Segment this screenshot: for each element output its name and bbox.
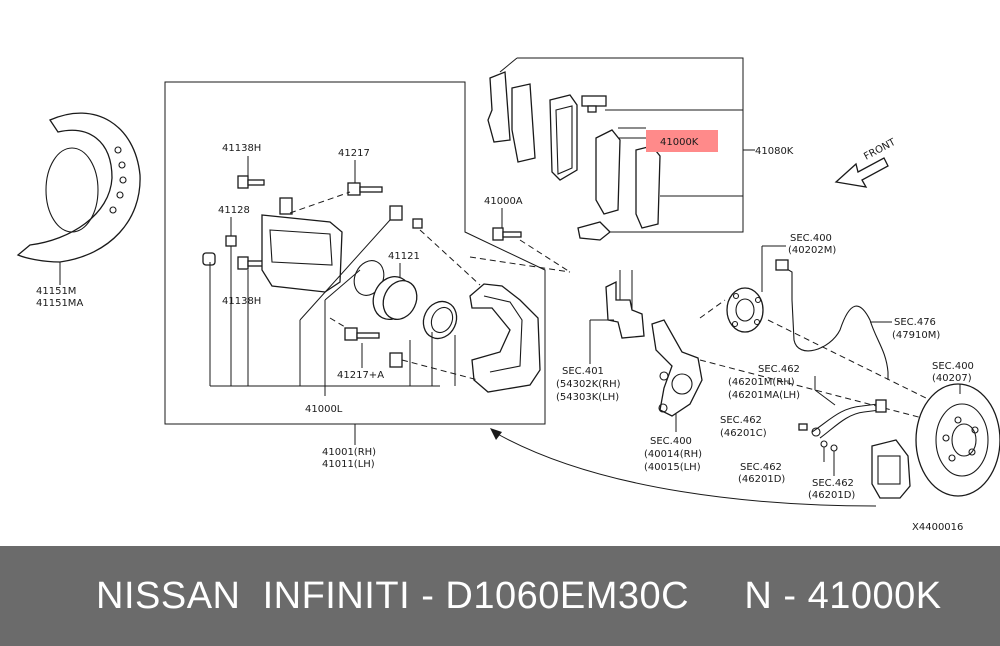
figure-code: X4400016 <box>912 522 963 533</box>
label-sec400-c: SEC.400 <box>650 436 692 447</box>
label-sec462-a3: (46201MA(LH) <box>728 390 800 401</box>
pad-kit-frame <box>517 57 744 233</box>
label-41128: 41128 <box>218 205 250 216</box>
label-41121: 41121 <box>388 251 420 262</box>
label-sec400-c3: (40015(LH) <box>644 462 701 473</box>
pin-41217 <box>347 182 383 196</box>
brake-pad-inner <box>595 129 661 229</box>
pin-41217a <box>344 327 380 341</box>
label-41151m: 41151M <box>36 286 76 297</box>
label-sec400-a: SEC.400 <box>790 233 832 244</box>
wheel-hub <box>726 287 764 333</box>
label-sec400-c2: (40014(RH) <box>644 449 702 460</box>
label-41011: 41011(LH) <box>322 459 375 470</box>
label-41138h-bot: 41138H <box>222 296 261 307</box>
footer-bar: NISSAN INFINITI - D1060EM30C N - 41000K <box>0 546 1000 646</box>
shim-outer <box>487 71 536 163</box>
steering-knuckle <box>651 319 703 417</box>
label-41000k[interactable]: 41000K <box>660 137 699 148</box>
torque-member <box>469 283 541 393</box>
baffle-plate <box>605 270 645 339</box>
bolt-41138h-top <box>237 175 265 189</box>
wheel-speed-sensor <box>775 259 889 380</box>
label-sec462-d: SEC.462 <box>812 478 854 489</box>
brake-parts-diagram: 41151M 41151MA 41001(RH) 41011(LH) 41138… <box>16 57 1000 533</box>
arrow-head-icon <box>490 428 502 440</box>
part-number-caption: NISSAN INFINITI - D1060EM30C N - 41000K <box>96 574 942 617</box>
label-sec401: SEC.401 <box>562 366 604 377</box>
copper-washer <box>820 440 838 452</box>
installed-caliper <box>871 439 911 499</box>
label-sec462-b: SEC.462 <box>720 415 762 426</box>
label-sec400-b2: (40207) <box>932 373 972 384</box>
label-41000a: 41000A <box>484 196 523 207</box>
bushing-top <box>389 205 403 221</box>
brake-pad-outer <box>549 94 578 181</box>
label-sec462-a2: (46201M(RH) <box>728 377 795 388</box>
dust-shield <box>16 112 141 285</box>
bushing-bottom <box>389 352 403 368</box>
label-sec462-c2: (46201D) <box>738 474 785 485</box>
cap-left <box>202 252 216 266</box>
front-arrow-icon <box>834 157 889 188</box>
bleeder-41128 <box>225 217 237 247</box>
label-41001: 41001(RH) <box>322 447 376 458</box>
label-41151ma: 41151MA <box>36 298 83 309</box>
piston-boot <box>422 300 458 340</box>
label-sec476-2: (47910M) <box>892 330 940 341</box>
label-sec462-c: SEC.462 <box>740 462 782 473</box>
disc-rotor <box>915 383 1000 497</box>
highlight-41000k[interactable] <box>646 130 718 152</box>
caliper-body <box>261 197 343 293</box>
label-41000l: 41000L <box>305 404 343 415</box>
bolt-41000a <box>492 227 522 241</box>
label-sec462-b2: (46201C) <box>720 428 767 439</box>
label-sec462-a: SEC.462 <box>758 364 800 375</box>
pad-wear-indicator <box>581 95 607 113</box>
label-sec401-3: (54303K(LH) <box>556 392 619 403</box>
banjo-bolt <box>798 423 821 437</box>
label-sec401-2: (54302K(RH) <box>556 379 621 390</box>
label-sec476: SEC.476 <box>894 317 936 328</box>
label-41080k: 41080K <box>755 146 794 157</box>
label-sec400-a2: (40202M) <box>788 245 836 256</box>
pad-clip <box>577 221 611 241</box>
label-41138h-top: 41138H <box>222 143 261 154</box>
label-front: FRONT <box>862 136 898 162</box>
bolt-41138h-bot <box>237 256 265 270</box>
assembly-arrow <box>493 431 877 507</box>
piston <box>372 276 418 320</box>
caliper-kit-frame <box>164 81 546 425</box>
nut-top <box>412 218 423 229</box>
label-41217a: 41217+A <box>337 370 384 381</box>
label-sec462-d2: (46201D) <box>808 490 855 501</box>
label-41217: 41217 <box>338 148 370 159</box>
label-sec400-b: SEC.400 <box>932 361 974 372</box>
